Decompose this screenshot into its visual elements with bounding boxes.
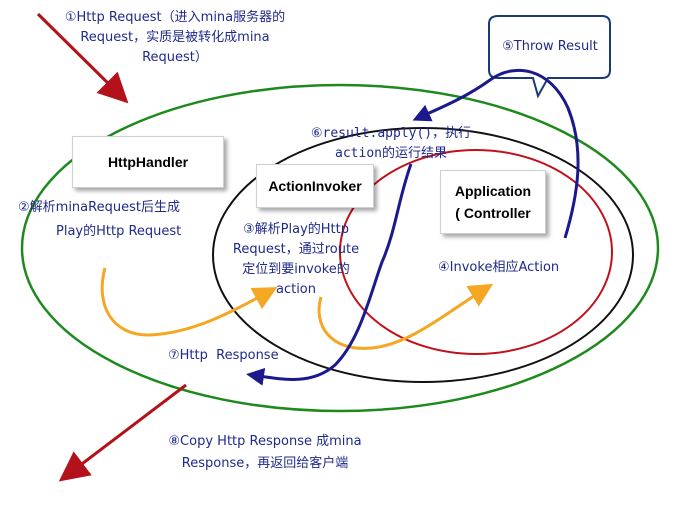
step5-throw-result-label: ⑤Throw Result [502,39,598,54]
play-framework-ellipse [212,127,634,383]
application-label: Application [454,183,532,199]
step3-line-3: 定位到要invoke的 [242,262,350,277]
step8-line-1: ⑧Copy Http Response 成mina [168,434,362,449]
step4-invoke-action-label: ④Invoke相应Action [438,260,560,275]
response-return-arrow [246,163,413,386]
step8-line-2: Response，再返回给客户端 [181,456,349,471]
step1-http-request-label: ①Http Request（进入mina服务器的 Request，实质是被转化成… [50,8,300,68]
step2-parse-request-label: ②解析minaRequest后生成 Play的Http Request [18,196,228,244]
mina-server-ellipse [20,83,660,413]
step6-line-1: ⑥result.apply()，执行 [310,126,472,141]
http-handler-box: HttpHandler [72,136,224,188]
step1-line-1: ①Http Request（进入mina服务器的 [64,10,286,25]
throw-result-arrow [412,68,580,239]
step3-line-2: Request，通过route [232,242,360,257]
step8-copy-response-label: ⑧Copy Http Response 成mina Response，再返回给客… [150,431,380,475]
action-invoker-box: ActionInvoker [256,164,374,208]
outgoing-response-arrow [58,383,187,482]
step6-result-apply-label: ⑥result.apply()，执行 action的运行结果 [296,124,486,164]
step3-line-1: ③解析Play的Http [243,222,349,237]
step1-line-2: Request，实质是被转化成mina [80,30,270,45]
incoming-request-arrow [36,12,129,104]
application-ellipse [339,149,613,355]
invoker-to-application-arrow [317,283,494,350]
step6-line-2: action的运行结果 [335,146,447,161]
step2-line-1: ②解析minaRequest后生成 [18,200,180,215]
step2-line-2: Play的Http Request [56,224,182,239]
step7-http-response-label: ⑦Http Response [168,348,279,363]
throw-result-callout [488,15,611,99]
step3-route-label: ③解析Play的Http Request，通过route 定位到要invoke的… [226,220,366,300]
step3-line-4: action [275,282,316,297]
controller-label: ( Controller [455,205,531,221]
step1-line-3: Request） [142,50,208,65]
handler-to-invoker-arrow [100,267,278,337]
application-controller-box: Application ( Controller [440,170,546,234]
